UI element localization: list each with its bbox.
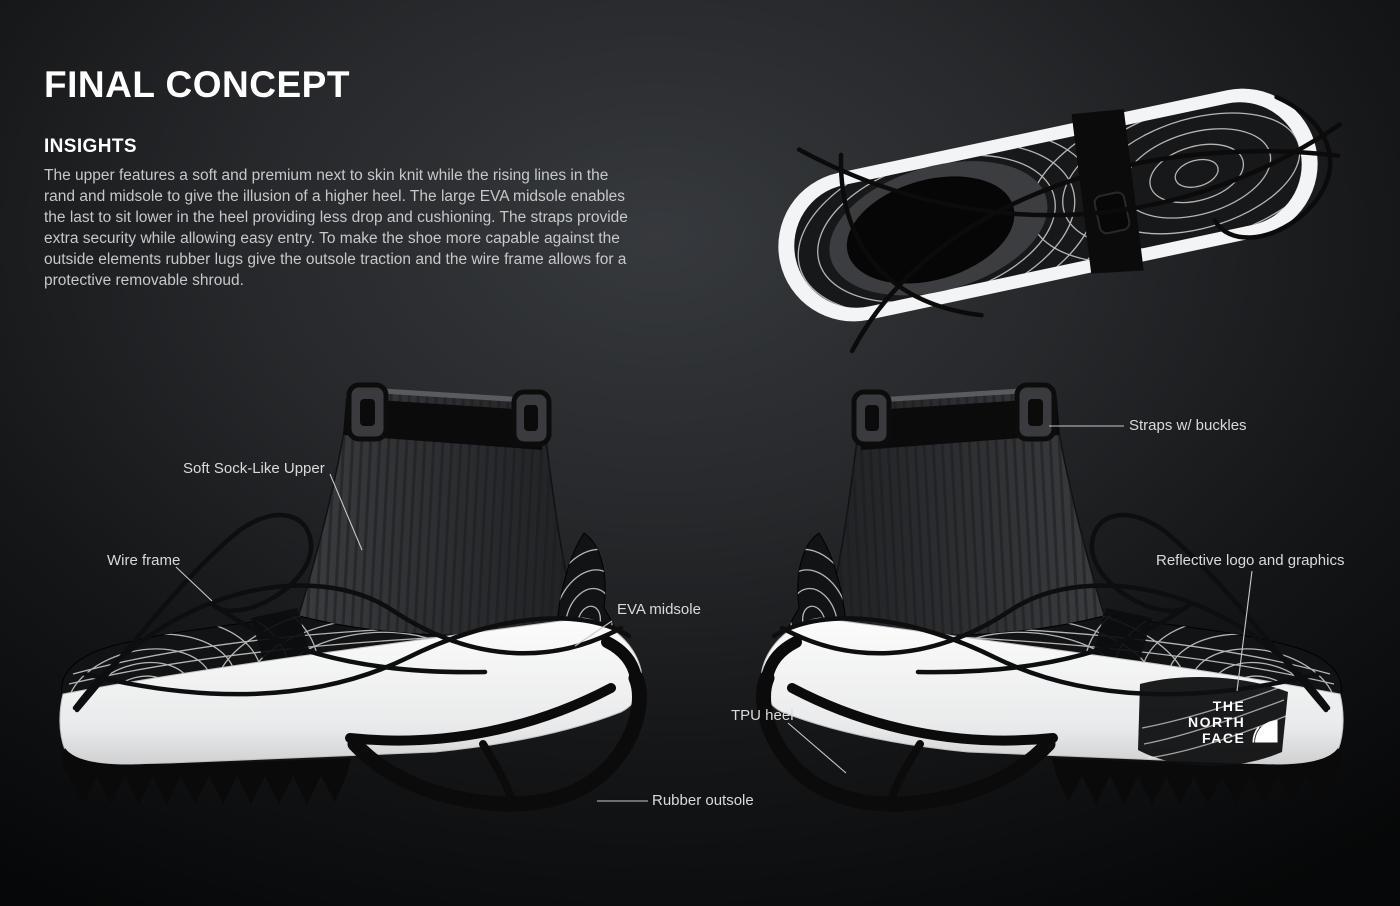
ankle-opening bbox=[846, 176, 1015, 284]
annotation-eva-midsole: EVA midsole bbox=[617, 601, 701, 618]
annotation-tpu-heel: TPU heel bbox=[731, 707, 794, 724]
annotation-soft-sock-upper: Soft Sock-Like Upper bbox=[183, 460, 325, 477]
half-dome-icon bbox=[1252, 720, 1278, 743]
north-face-wordmark: THE NORTH FACE bbox=[1188, 698, 1245, 746]
shoe-side-view-left bbox=[55, 372, 675, 842]
page-title: FINAL CONCEPT bbox=[44, 64, 350, 105]
insights-heading: INSIGHTS bbox=[44, 136, 137, 157]
top-view-strap bbox=[1071, 109, 1144, 274]
annotation-wire-frame: Wire frame bbox=[107, 552, 181, 569]
shoe-top-view-illustration bbox=[738, 55, 1378, 355]
annotation-reflective-logo: Reflective logo and graphics bbox=[1156, 552, 1345, 569]
top-view-wire-frame bbox=[796, 94, 1342, 354]
north-face-logo: THE NORTH FACE bbox=[1188, 698, 1281, 746]
annotation-rubber-outsole: Rubber outsole bbox=[652, 792, 754, 809]
midsole-reflective-graphic bbox=[1126, 666, 1296, 778]
insights-body: The upper features a soft and premium ne… bbox=[44, 167, 628, 290]
logo-line-the: THE bbox=[1212, 698, 1246, 714]
logo-line-north: NORTH bbox=[1188, 714, 1246, 731]
annotation-straps-buckles: Straps w/ buckles bbox=[1129, 417, 1247, 434]
intro-section: FINAL CONCEPT INSIGHTS The upper feature… bbox=[44, 64, 636, 291]
logo-line-face: FACE bbox=[1201, 730, 1246, 747]
